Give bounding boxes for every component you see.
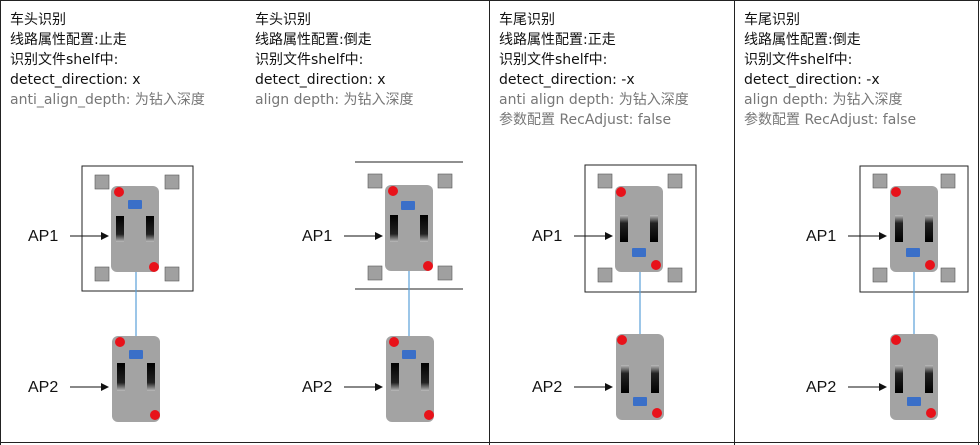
marker-dot (115, 337, 125, 347)
sensor-icon (402, 350, 416, 359)
shelf-file-label: 识别文件shelf中: (10, 52, 119, 68)
line-config: 线路属性配置:倒走 (255, 32, 372, 48)
sensor-icon (632, 248, 646, 257)
marker-dot (150, 410, 160, 420)
ap1-label: AP1 (28, 228, 58, 245)
sensor-icon (129, 350, 143, 359)
shelf-file-label: 识别文件shelf中: (499, 52, 608, 68)
sensor-icon (401, 201, 415, 210)
panel-head-reverse: 车头识别 线路属性配置:倒走 识别文件shelf中: detect_direct… (245, 0, 489, 445)
shelf-legs (597, 173, 683, 283)
robot-ap2 (112, 336, 160, 422)
marker-dot (114, 187, 124, 197)
detect-direction: detect_direction: -x (499, 72, 635, 88)
depth-config: anti_align_depth: 为钻入深度 (10, 92, 205, 108)
depth-config: anti align depth: 为钻入深度 (499, 92, 689, 108)
panel-head-forward: 车头识别 线路属性配置:止走 识别文件shelf中: detect_direct… (0, 0, 245, 445)
panel-tail-forward: 车尾识别 线路属性配置:正走 识别文件shelf中: detect_direct… (489, 0, 734, 445)
shelf-legs (94, 174, 180, 282)
line-config: 线路属性配置:止走 (10, 32, 127, 48)
marker-dot (617, 335, 627, 345)
ap2-label: AP2 (532, 379, 562, 396)
robot-ap2 (386, 336, 434, 422)
robot-ap1 (385, 185, 433, 271)
panel-title: 车尾识别 (499, 12, 555, 28)
shelf-frame (81, 165, 194, 292)
ap1-label: AP1 (806, 228, 836, 245)
shelf-legs (872, 173, 956, 283)
detect-direction: detect_direction: x (255, 72, 386, 88)
detect-direction: detect_direction: -x (744, 72, 880, 88)
marker-dot (616, 187, 626, 197)
line-config: 线路属性配置:正走 (499, 32, 616, 48)
ap1-label: AP1 (302, 228, 332, 245)
panel-title: 车尾识别 (744, 12, 800, 28)
panel-text: 车头识别 线路属性配置:止走 识别文件shelf中: detect_direct… (10, 10, 205, 110)
panel-title: 车头识别 (255, 12, 311, 28)
marker-dot (423, 261, 433, 271)
shelf-file-label: 识别文件shelf中: (744, 52, 853, 68)
robot-ap2 (890, 334, 938, 420)
param-config: 参数配置 RecAdjust: false (744, 112, 917, 128)
marker-dot (424, 410, 434, 420)
ap2-label: AP2 (302, 379, 332, 396)
panel-title: 车头识别 (10, 12, 66, 28)
shelf-legs (367, 173, 453, 281)
robot-ap1 (615, 186, 663, 272)
robot-ap2 (616, 334, 664, 420)
marker-dot (926, 408, 936, 418)
marker-dot (891, 187, 901, 197)
panel-text: 车尾识别 线路属性配置:正走 识别文件shelf中: detect_direct… (499, 10, 689, 130)
robot-ap1 (111, 186, 159, 272)
marker-dot (149, 262, 159, 272)
detect-direction: detect_direction: x (10, 72, 141, 88)
line-config: 线路属性配置:倒走 (744, 32, 861, 48)
sensor-icon (128, 200, 142, 209)
marker-dot (925, 260, 935, 270)
robot-ap1 (890, 186, 938, 272)
sensor-icon (633, 397, 647, 406)
panel-text: 车头识别 线路属性配置:倒走 识别文件shelf中: detect_direct… (255, 10, 413, 110)
marker-dot (652, 408, 662, 418)
marker-dot (388, 186, 398, 196)
param-config: 参数配置 RecAdjust: false (499, 112, 672, 128)
ap2-label: AP2 (806, 379, 836, 396)
marker-dot (651, 260, 661, 270)
panel-text: 车尾识别 线路属性配置:倒走 识别文件shelf中: detect_direct… (744, 10, 916, 130)
ap1-label: AP1 (532, 228, 562, 245)
ap2-label: AP2 (28, 379, 58, 396)
depth-config: align depth: 为钻入深度 (744, 92, 903, 108)
panel-tail-reverse: 车尾识别 线路属性配置:倒走 识别文件shelf中: detect_direct… (734, 0, 979, 445)
marker-dot (389, 337, 399, 347)
depth-config: align depth: 为钻入深度 (255, 92, 414, 108)
shelf-file-label: 识别文件shelf中: (255, 52, 364, 68)
sensor-icon (906, 248, 920, 257)
marker-dot (891, 335, 901, 345)
sensor-icon (907, 397, 921, 406)
